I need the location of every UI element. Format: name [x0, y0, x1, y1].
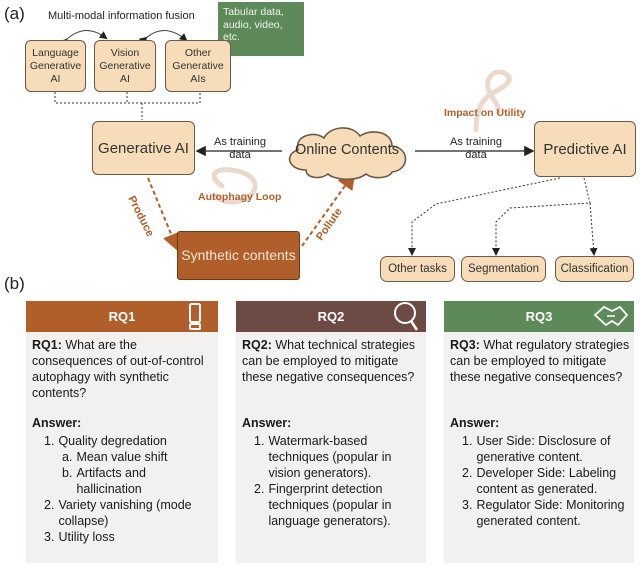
rq1-question-label: RQ1: — [32, 338, 62, 352]
rq2-card: RQ2 RQ2: What technical strategies can b… — [236, 301, 426, 563]
rq1-answer-item: 3.Utility loss — [44, 530, 115, 544]
handshake-icon — [592, 301, 630, 332]
rq3-question-label: RQ3: — [450, 338, 480, 352]
rq3-answer-title: Answer: — [450, 416, 500, 430]
autophagy-loop-label: Autophagy Loop — [198, 191, 282, 203]
vision-ai-box: Vision Generative AI — [94, 40, 156, 92]
rq3-title: RQ3 — [525, 309, 553, 324]
task-segmentation: Segmentation — [461, 256, 546, 282]
rq3-header: RQ3 — [444, 301, 634, 332]
impact-on-utility-label: Impact on Utility — [444, 107, 526, 119]
rq1-title: RQ1 — [108, 309, 136, 324]
diagram-connectors — [54, 30, 598, 256]
rq2-answer-item: 2.Fingerprint detection techniques (popu… — [254, 482, 392, 528]
rq1-answer-title: Answer: — [32, 416, 82, 430]
panel-a-label: (a) — [4, 4, 25, 23]
rq3-answer-item: 3.Regulator Side: Monitoring generated c… — [462, 498, 625, 528]
rq1-header: RQ1 — [26, 301, 218, 332]
language-ai-box: Language Generative AI — [25, 40, 86, 92]
exclamation-icon — [184, 302, 206, 331]
generative-ai-box: Generative AI — [92, 121, 195, 175]
rq3-question: What regulatory strategies can be employ… — [450, 338, 630, 384]
fusion-caption: Multi-modal information fusion — [48, 10, 195, 22]
rq3-card: RQ3 RQ3: What regulatory strategies can … — [444, 301, 634, 563]
modality-note: Tabular data, audio, video, etc. — [218, 2, 304, 56]
rq2-question-label: RQ2: — [242, 338, 272, 352]
rq2-title: RQ2 — [317, 309, 345, 324]
synthetic-contents-box: Synthetic contents — [177, 231, 300, 280]
online-contents-label: Online Contents — [295, 142, 399, 158]
rq1-card: RQ1 RQ1: What are the consequences of ou… — [26, 301, 218, 563]
rq1-question: What are the consequences of out-of-cont… — [32, 338, 204, 400]
rq2-header: RQ2 — [236, 301, 426, 332]
cloud-shape — [288, 127, 407, 181]
rq2-answer-title: Answer: — [242, 416, 292, 430]
rq1-answer-item: b.Artifacts and hallicination — [62, 466, 146, 496]
rq1-answer-item: 1.Quality degredation — [44, 434, 167, 448]
training-label-right: As training data — [450, 136, 502, 161]
training-label-left: As training data — [214, 136, 266, 161]
task-other: Other tasks — [380, 256, 455, 282]
rq3-answer-item: 2.Developer Side: Labeling content as ge… — [462, 466, 617, 496]
rq2-answer-item: 1.Watermark-based techniques (popular in… — [254, 434, 392, 480]
rq1-answer-item: 2.Variety vanishing (mode collapse) — [44, 498, 192, 528]
magnifier-icon — [390, 301, 420, 332]
rq3-answer-item: 1.User Side: Disclosure of generative co… — [462, 434, 611, 464]
rq2-question: What technical strategies can be employe… — [242, 338, 416, 384]
panel-b-label: (b) — [4, 274, 25, 293]
rq1-answer-item: a.Mean value shift — [62, 450, 168, 464]
other-ai-box: Other Generative AIs — [165, 40, 231, 92]
predictive-ai-box: Predictive AI — [534, 121, 636, 177]
task-classification: Classification — [555, 256, 634, 282]
